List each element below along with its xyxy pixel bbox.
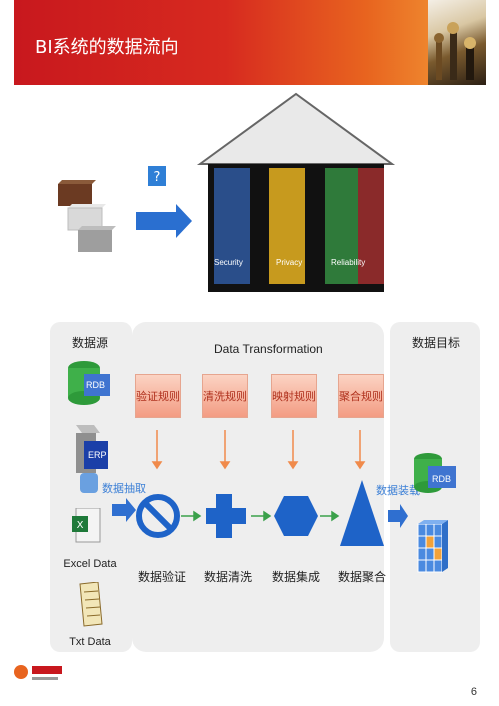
- target-rdb-label: RDB: [432, 474, 452, 484]
- process-shapes: [112, 480, 408, 546]
- source-txt-label: Txt Data: [69, 636, 111, 648]
- step-aggregation: 数据聚合: [337, 570, 386, 584]
- header-photo: [428, 0, 486, 85]
- pillar-label-business-integrity: Business Integrity: [387, 250, 421, 268]
- flow-arrow-icon: [136, 204, 192, 238]
- rule-validation: 验证规则: [135, 374, 181, 418]
- rule-arrows: [151, 430, 366, 470]
- step-integration: 数据集成: [271, 570, 320, 584]
- load-label: 数据装载: [376, 484, 420, 497]
- temple-icon: [196, 92, 396, 292]
- integration-shape-icon: [274, 496, 318, 536]
- company-logo: [14, 665, 62, 680]
- svg-text:?: ?: [154, 170, 161, 185]
- bi-overview-illustration: ?: [58, 92, 396, 292]
- header-banner: [14, 0, 484, 85]
- load-arrow-icon: [388, 504, 408, 528]
- source-erp-label: ERP: [88, 450, 107, 460]
- chess-pieces-image: [434, 22, 476, 80]
- extract-label: 数据抽取: [102, 482, 146, 495]
- pillar-label-security: Security: [214, 258, 243, 267]
- aggregation-shape-icon: [340, 480, 384, 546]
- target-rdb-icon: [414, 453, 456, 493]
- question-box-icon: [148, 166, 166, 186]
- validation-shape-icon: [136, 494, 180, 538]
- rule-cleansing: 清洗规则: [202, 374, 248, 418]
- page-number: 6: [470, 686, 477, 698]
- transformation-title: Data Transformation: [214, 342, 323, 356]
- svg-text:X: X: [77, 520, 84, 531]
- source-excel-label: Excel Data: [63, 558, 117, 570]
- rule-aggregation: 聚合规则: [338, 374, 384, 418]
- erp-server-icon: [76, 425, 108, 493]
- data-blocks-icon: [58, 180, 116, 252]
- rdb-database-icon: [68, 361, 110, 405]
- data-cube-icon: [417, 520, 448, 573]
- excel-file-icon: X: [72, 508, 101, 543]
- rule-mapping: 映射规则: [271, 374, 317, 418]
- step-cleansing: 数据清洗: [203, 570, 252, 584]
- source-rdb-label: RDB: [86, 380, 106, 390]
- pillar-label-reliability: Reliability: [331, 258, 366, 267]
- page-title: BI系统的数据流向: [35, 37, 179, 58]
- cleansing-shape-icon: [206, 494, 246, 538]
- target-title: 数据目标: [412, 336, 461, 350]
- extract-arrow-icon: [112, 498, 136, 522]
- source-title: 数据源: [72, 336, 109, 350]
- txt-file-icon: [79, 582, 103, 627]
- step-validation: 数据验证: [137, 570, 186, 584]
- pillar-label-privacy: Privacy: [276, 258, 303, 267]
